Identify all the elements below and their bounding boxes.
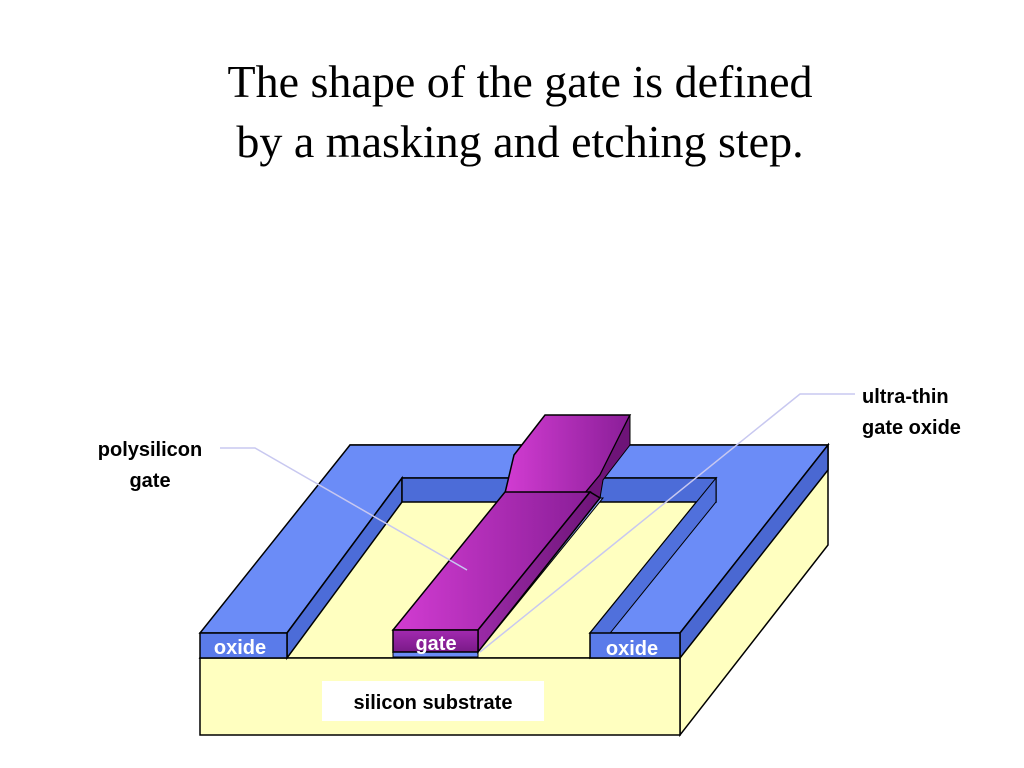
polysilicon-label-line1: polysilicon xyxy=(98,439,202,461)
polysilicon-label-line2: gate xyxy=(129,470,170,492)
gate-oxide-label-line2: gate oxide xyxy=(862,417,961,439)
title-line-2: by a masking and etching step. xyxy=(236,116,804,167)
leader-line-gate-oxide xyxy=(479,393,855,653)
oxide-right-front xyxy=(589,632,681,659)
gate-oxide-label-line1: ultra-thin xyxy=(862,386,949,408)
oxide-back-right-wall xyxy=(599,477,717,503)
oxide-left-front xyxy=(199,632,288,659)
oxide-left-label: oxide xyxy=(214,637,266,659)
gate-front xyxy=(392,629,479,653)
gate-label: gate xyxy=(415,633,456,655)
leader-line-polysilicon xyxy=(220,447,468,571)
oxide-right-label: oxide xyxy=(606,638,658,660)
title-line-1: The shape of the gate is defined xyxy=(227,56,813,107)
slide-title: The shape of the gate is defined by a ma… xyxy=(0,52,1024,172)
substrate-label-box xyxy=(322,681,544,721)
substrate-label: silicon substrate xyxy=(354,692,513,714)
